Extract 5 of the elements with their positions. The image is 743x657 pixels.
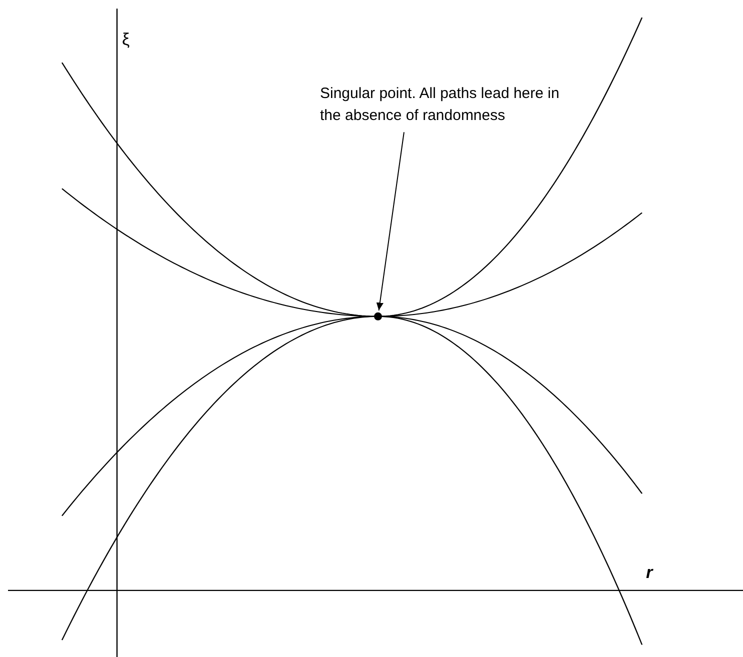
axis-label: r xyxy=(646,562,653,584)
axis-label: ξ xyxy=(122,29,130,52)
annotation-text: Singular point. All paths lead here in the absence of randomness xyxy=(320,82,560,127)
leader-arrow xyxy=(376,132,404,311)
singular-point-dot xyxy=(374,312,382,320)
